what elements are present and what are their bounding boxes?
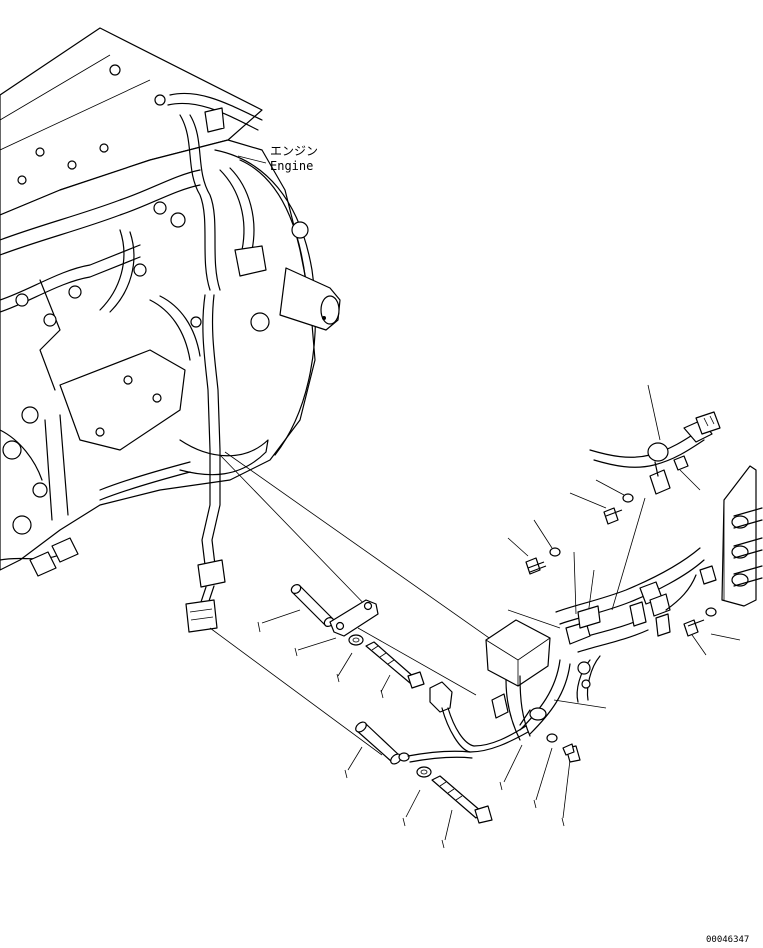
engine-label-japanese: エンジン [270,144,319,158]
engine-assembly [0,27,341,633]
loose-parts [290,583,493,824]
leader-lines [209,155,741,841]
harness-assembly [407,411,763,763]
item-number-marks [257,621,565,849]
engine-label-english: Engine [270,159,314,173]
drawing-number: 00046347 [706,935,750,945]
